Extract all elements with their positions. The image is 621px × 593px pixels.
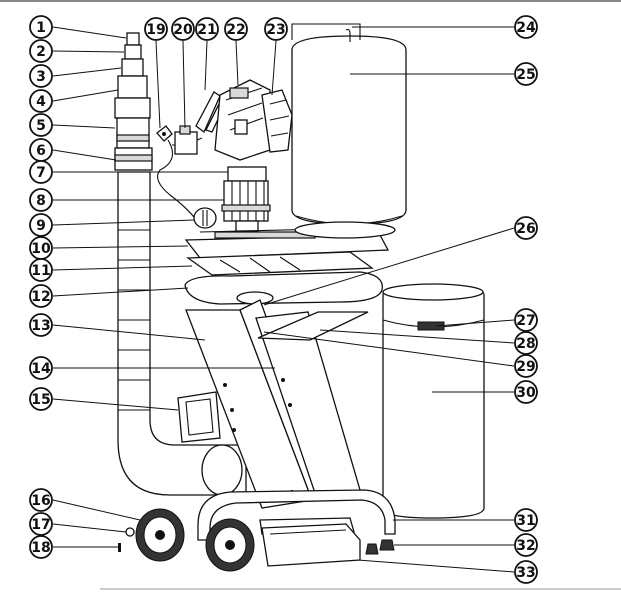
- callout-label: 23: [266, 22, 285, 38]
- bag-support-arm: [257, 311, 369, 341]
- callout-label: 30: [516, 385, 536, 401]
- wheel-right: [205, 518, 255, 572]
- callout-31: 31: [514, 508, 538, 532]
- callout-label: 17: [31, 517, 50, 533]
- callout-label: 28: [516, 336, 535, 352]
- callout-label: 13: [31, 318, 50, 334]
- bag-clamp: [382, 319, 485, 331]
- hanger-hook: [291, 23, 361, 42]
- callout-label: 33: [516, 565, 535, 581]
- callout-label: 9: [36, 218, 46, 234]
- callout-6: 6: [29, 138, 53, 162]
- callout-label: 16: [31, 493, 50, 509]
- callout-label: 8: [36, 193, 46, 209]
- callout-23: 23: [264, 17, 288, 41]
- switch-unit: [172, 125, 203, 155]
- callout-33: 33: [514, 560, 538, 584]
- callout-17: 17: [29, 512, 53, 536]
- side-cover: [261, 89, 293, 153]
- motor-cover: [214, 79, 271, 161]
- callout-18: 18: [29, 535, 53, 559]
- callout-3: 3: [29, 64, 53, 88]
- callout-10: 10: [29, 236, 53, 260]
- callout-5: 5: [29, 113, 53, 137]
- callout-label: 3: [36, 69, 46, 85]
- callout-7: 7: [29, 160, 53, 184]
- callout-label: 32: [516, 538, 535, 554]
- lower-collection-bag: [382, 283, 485, 519]
- callout-32: 32: [514, 533, 538, 557]
- callout-25: 25: [514, 62, 538, 86]
- callout-9: 9: [29, 213, 53, 237]
- callout-8: 8: [29, 188, 53, 212]
- callout-24: 24: [514, 15, 538, 39]
- callout-label: 1: [36, 20, 46, 36]
- callout-label: 7: [36, 165, 46, 181]
- callout-label: 5: [36, 118, 46, 134]
- callout-label: 27: [516, 313, 535, 329]
- callout-13: 13: [29, 313, 53, 337]
- callout-28: 28: [514, 331, 538, 355]
- callout-15: 15: [29, 387, 53, 411]
- casters: [365, 539, 395, 555]
- callout-label: 10: [31, 241, 51, 257]
- callout-label: 26: [516, 221, 535, 237]
- callout-12: 12: [29, 284, 53, 308]
- collector-tray: [261, 523, 361, 567]
- callout-16: 16: [29, 488, 53, 512]
- hose-adapter-stack: [114, 32, 153, 171]
- power-plug: [156, 125, 201, 226]
- callout-label: 20: [173, 22, 193, 38]
- callout-label: 19: [146, 22, 165, 38]
- wheel-left: [135, 508, 185, 562]
- hose-support-plate: [177, 391, 221, 443]
- callout-11: 11: [29, 258, 53, 282]
- callout-21: 21: [195, 17, 219, 41]
- upper-filter-bag: [291, 35, 407, 239]
- callout-label: 14: [31, 361, 51, 377]
- callout-label: 11: [31, 263, 50, 279]
- callout-label: 29: [516, 359, 535, 375]
- callout-label: 12: [31, 289, 50, 305]
- callout-27: 27: [514, 308, 538, 332]
- callout-label: 21: [197, 22, 216, 38]
- motor: [221, 166, 271, 232]
- callout-label: 15: [31, 392, 50, 408]
- callout-19: 19: [144, 17, 168, 41]
- callout-14: 14: [29, 356, 53, 380]
- callout-26: 26: [514, 216, 538, 240]
- callout-label: 24: [516, 20, 536, 36]
- impeller-housing: [186, 251, 374, 276]
- callout-22: 22: [224, 17, 248, 41]
- callout-label: 25: [516, 67, 535, 83]
- callout-label: 4: [36, 94, 46, 110]
- callout-label: 2: [36, 44, 46, 60]
- capacitor: [193, 207, 217, 229]
- callout-30: 30: [514, 380, 538, 404]
- callout-20: 20: [171, 17, 195, 41]
- callout-2: 2: [29, 39, 53, 63]
- callout-label: 6: [36, 143, 46, 159]
- callout-label: 22: [226, 22, 245, 38]
- callout-1: 1: [29, 15, 53, 39]
- callout-label: 31: [516, 513, 535, 529]
- callout-4: 4: [29, 89, 53, 113]
- callout-29: 29: [514, 354, 538, 378]
- callout-label: 18: [31, 540, 50, 556]
- leader-lines: [52, 26, 515, 573]
